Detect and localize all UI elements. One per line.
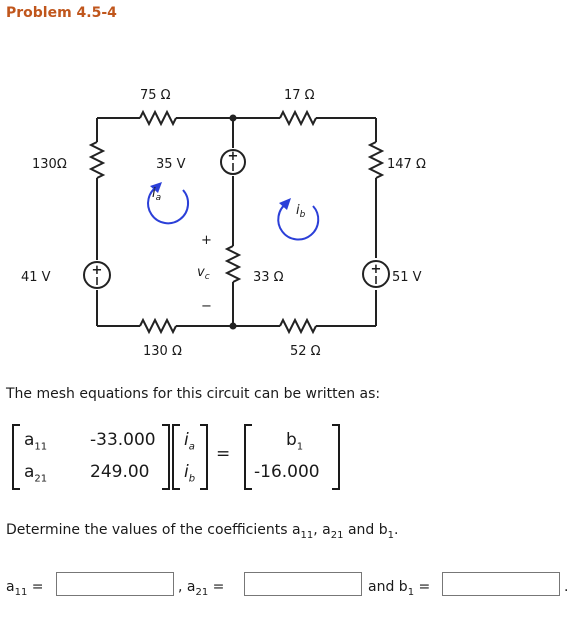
svg-text:+: +	[228, 149, 239, 164]
determine-instruction: Determine the values of the coefficients…	[6, 522, 399, 541]
b1-answer-label: and b1 =	[368, 579, 431, 598]
matrix-a21: a21	[24, 462, 48, 485]
current-vector: ia ib	[172, 424, 208, 490]
resistor-75	[139, 109, 177, 127]
source-51v-symbol	[362, 260, 390, 288]
a21-answer-label: , a21 =	[178, 579, 225, 598]
matrix-a12: -33.000	[90, 430, 156, 450]
resistor-17	[279, 109, 317, 127]
label-dependent-source: 35 V	[156, 157, 186, 172]
label-147: 147 Ω	[387, 157, 426, 172]
vc-plus: +	[201, 233, 212, 248]
label-52: 52 Ω	[290, 344, 321, 359]
dependent-source-symbol	[220, 149, 246, 175]
problem-title: Problem 4.5-4	[6, 5, 117, 21]
circuit-diagram: + + + 75 Ω 17 Ω 130Ω 147 Ω 35 V ia ib 41…	[21, 88, 426, 359]
source-41v-symbol	[83, 261, 111, 289]
resistor-33	[224, 245, 242, 283]
b1-input[interactable]	[442, 572, 560, 596]
mesh-current-b-arrow	[277, 202, 320, 241]
resistor-147	[367, 141, 385, 179]
label-130-bottom: 130 Ω	[143, 344, 182, 359]
label-41v: 41 V	[21, 270, 51, 285]
label-vc: vc	[197, 265, 210, 282]
mesh-current-a-arrow	[147, 185, 190, 225]
svg-text:+: +	[92, 263, 103, 278]
rhs-vector: b1 -16.000	[244, 424, 340, 490]
matrix-a22: 249.00	[90, 462, 150, 482]
matrix-a11: a11	[24, 430, 48, 453]
a11-answer-label: a11 =	[6, 579, 44, 598]
resistor-130-left	[88, 141, 106, 179]
vector-ib: ib	[184, 462, 196, 485]
label-ib: ib	[296, 203, 306, 220]
resistor-52	[279, 317, 317, 335]
vector-b1: b1	[286, 430, 304, 453]
vector-b2: -16.000	[254, 462, 320, 482]
label-ia: ia	[152, 186, 161, 203]
a21-input[interactable]	[244, 572, 362, 596]
resistor-130-bottom	[139, 317, 177, 335]
answer-period: .	[564, 579, 569, 595]
svg-text:+: +	[371, 262, 382, 277]
coefficient-matrix: a11 -33.000 a21 249.00	[12, 424, 170, 490]
label-33: 33 Ω	[253, 270, 284, 285]
vc-minus: −	[201, 299, 212, 314]
vector-ia: ia	[184, 430, 195, 453]
label-17: 17 Ω	[284, 88, 315, 103]
matrix-equals: =	[216, 444, 231, 464]
label-130-left: 130Ω	[32, 157, 67, 172]
label-75: 75 Ω	[140, 88, 171, 103]
a11-input[interactable]	[56, 572, 174, 596]
mesh-statement: The mesh equations for this circuit can …	[6, 386, 381, 402]
label-51v: 51 V	[392, 270, 422, 285]
